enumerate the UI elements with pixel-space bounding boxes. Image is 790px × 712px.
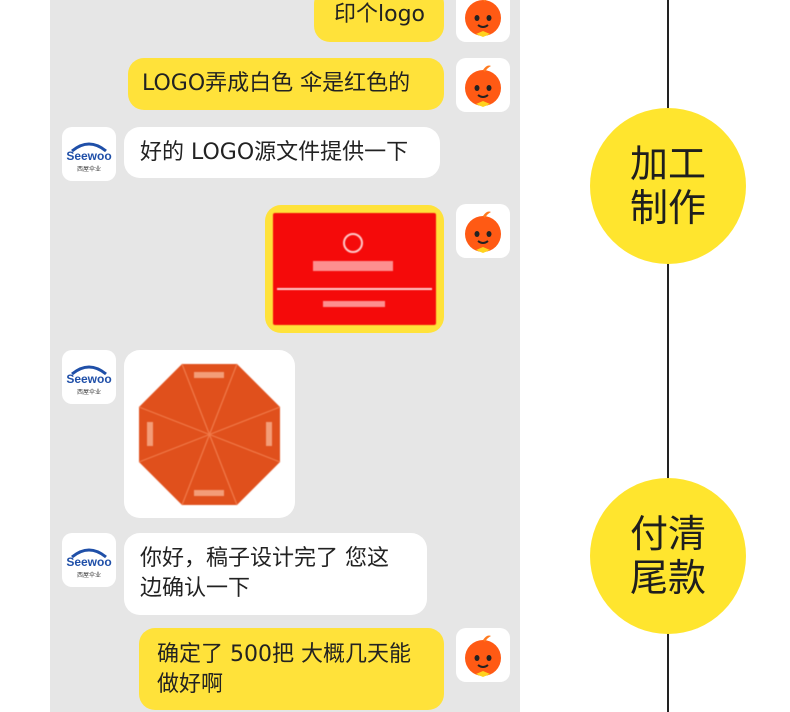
message-text: 好的 LOGO源文件提供一下 xyxy=(140,140,409,165)
message-text-line: 边确认一下 xyxy=(140,576,251,601)
message-text-line: 做好啊 xyxy=(157,672,224,697)
stage-label: 付清 xyxy=(629,512,706,556)
buyer-avatar-icon[interactable] xyxy=(456,0,510,42)
svg-text:西屋伞业: 西屋伞业 xyxy=(77,571,101,579)
my-message-bubble[interactable]: 印个logo xyxy=(314,0,444,42)
stage-badge-payment: 付清 尾款 xyxy=(590,478,746,634)
my-message-bubble[interactable]: 确定了 500把 大概几天能 做好啊 xyxy=(139,628,444,710)
svg-text:Seewoo: Seewoo xyxy=(66,372,111,386)
svg-text:西屋伞业: 西屋伞业 xyxy=(77,388,101,396)
message-text-line: 你好，稿子设计完了 您这 xyxy=(140,546,389,571)
timeline-line xyxy=(667,0,669,712)
buyer-avatar-icon[interactable] xyxy=(456,204,510,258)
message-text: 印个logo xyxy=(334,2,425,27)
seller-avatar-icon[interactable]: Seewoo 西屋伞业 xyxy=(62,350,116,404)
umbrella-design-image[interactable] xyxy=(124,350,295,518)
my-message-bubble[interactable]: LOGO弄成白色 伞是红色的 xyxy=(128,58,444,110)
seller-message-bubble[interactable]: 你好，稿子设计完了 您这 边确认一下 xyxy=(124,533,427,615)
svg-text:Seewoo: Seewoo xyxy=(66,555,111,569)
message-text-line: 确定了 500把 大概几天能 xyxy=(157,642,411,667)
my-image-bubble[interactable] xyxy=(265,205,444,333)
seller-avatar-icon[interactable]: Seewoo 西屋伞业 xyxy=(62,127,116,181)
buyer-avatar-icon[interactable] xyxy=(456,58,510,112)
seller-image-bubble[interactable] xyxy=(124,350,295,518)
seller-avatar-icon[interactable]: Seewoo 西屋伞业 xyxy=(62,533,116,587)
svg-text:西屋伞业: 西屋伞业 xyxy=(77,165,101,173)
stage-label: 制作 xyxy=(629,186,706,230)
stage-badge-processing: 加工 制作 xyxy=(590,108,746,264)
logo-design-image[interactable] xyxy=(273,213,436,325)
stage-label: 尾款 xyxy=(629,556,706,600)
stage-label: 加工 xyxy=(629,142,706,186)
svg-text:Seewoo: Seewoo xyxy=(66,149,111,163)
message-text: LOGO弄成白色 伞是红色的 xyxy=(142,71,411,96)
seller-message-bubble[interactable]: 好的 LOGO源文件提供一下 xyxy=(124,127,440,178)
buyer-avatar-icon[interactable] xyxy=(456,628,510,682)
